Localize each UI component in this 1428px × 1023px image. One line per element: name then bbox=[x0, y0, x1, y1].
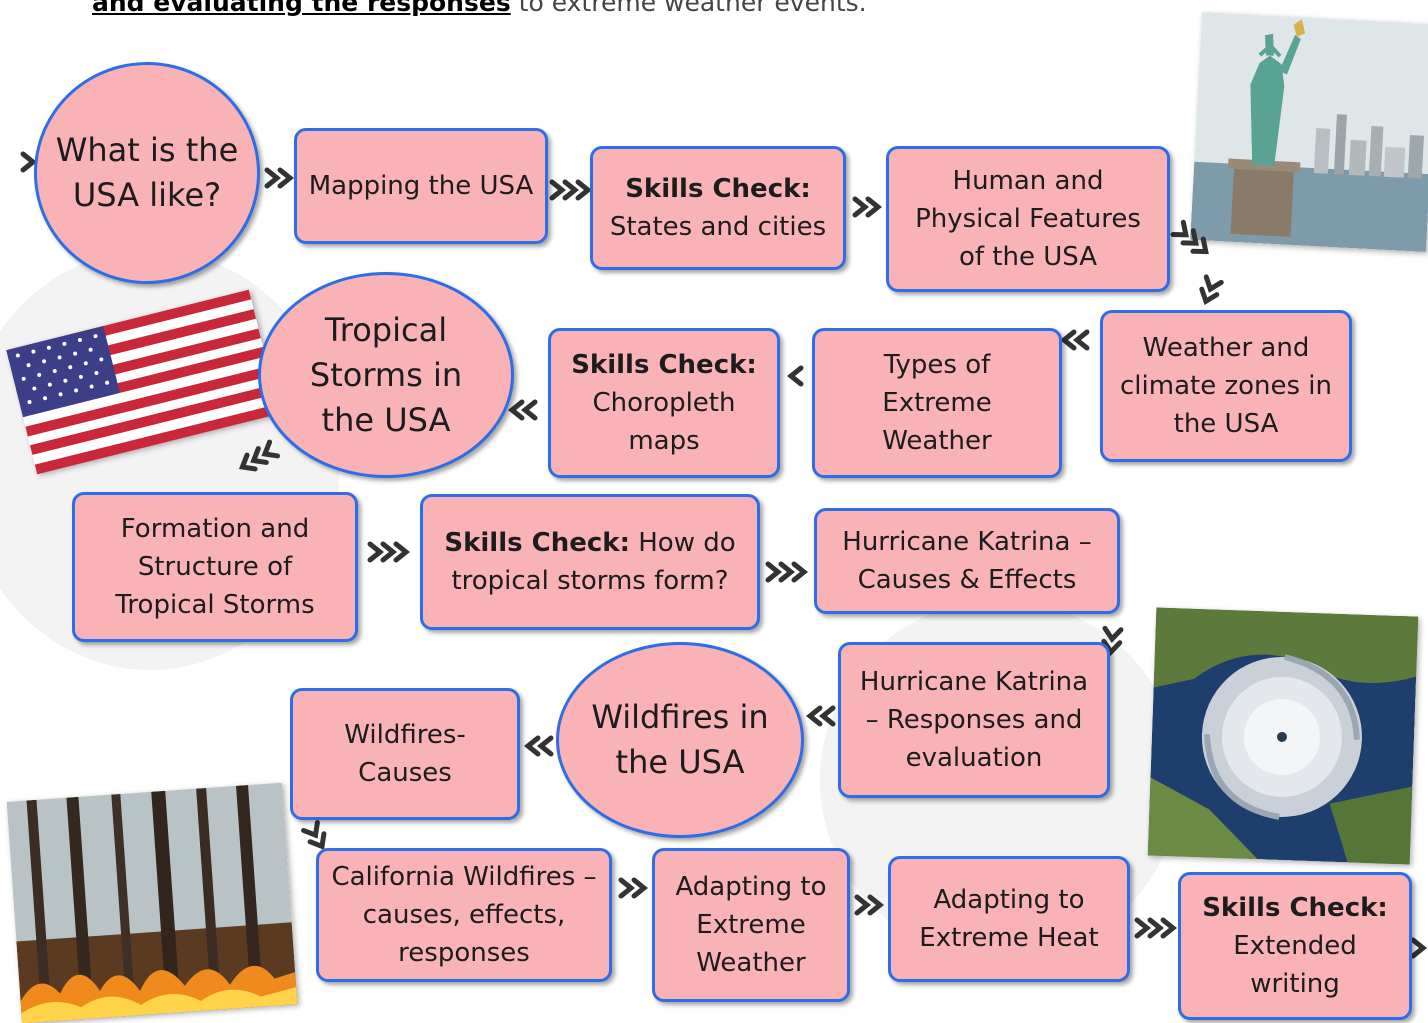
node-wildfires-causes[interactable]: Wildfires- Causes bbox=[290, 688, 520, 820]
node-skills-writing[interactable]: Skills Check: Extended writing bbox=[1178, 872, 1412, 1020]
node-what-is-usa-label: What is the USA like? bbox=[55, 131, 239, 214]
node-formation-structure-label: Formation and Structure of Tropical Stor… bbox=[115, 514, 315, 620]
node-skills-storms-content: Skills Check: How do tropical storms for… bbox=[433, 524, 747, 600]
node-california-wildfires[interactable]: California Wildfires – causes, effects, … bbox=[316, 848, 612, 982]
chevron-arrow-icon bbox=[23, 154, 33, 170]
node-human-physical[interactable]: Human and Physical Features of the USA bbox=[886, 146, 1170, 292]
node-skills-states-content: Skills Check: States and cities bbox=[610, 170, 826, 246]
node-adapting-weather-label: Adapting to Extreme Weather bbox=[675, 872, 827, 978]
chevron-arrow-icon bbox=[791, 368, 801, 384]
skills-check-title: Skills Check: bbox=[1202, 893, 1388, 923]
chevron-arrow-icon bbox=[768, 564, 804, 580]
node-wildfires-causes-label: Wildfires- Causes bbox=[344, 720, 466, 788]
node-skills-choropleth[interactable]: Skills Check: Choropleth maps bbox=[548, 328, 780, 478]
chevron-arrow-icon bbox=[1198, 277, 1221, 304]
node-adapting-weather[interactable]: Adapting to Extreme Weather bbox=[652, 848, 850, 1002]
node-tropical-storms-label: Tropical Storms in the USA bbox=[309, 310, 463, 439]
header-bold-text: and evaluating the responses bbox=[92, 0, 511, 17]
chevron-arrow-icon bbox=[370, 544, 406, 560]
node-human-physical-label: Human and Physical Features of the USA bbox=[915, 166, 1141, 272]
skills-check-title: Skills Check: bbox=[625, 174, 811, 204]
node-katrina-causes-label: Hurricane Katrina – Causes & Effects bbox=[842, 527, 1092, 595]
us-flag-image bbox=[6, 289, 280, 475]
chevron-arrow-icon bbox=[621, 880, 644, 896]
node-types-extreme-label: Types of Extreme Weather bbox=[882, 350, 992, 456]
chevron-arrow-icon bbox=[267, 170, 290, 186]
header-text: and evaluating the responses to extreme … bbox=[92, 0, 992, 17]
node-adapting-heat[interactable]: Adapting to Extreme Heat bbox=[888, 856, 1130, 982]
node-katrina-responses[interactable]: Hurricane Katrina – Responses and evalua… bbox=[838, 642, 1110, 798]
node-skills-writing-content: Skills Check: Extended writing bbox=[1191, 889, 1399, 1003]
node-mapping-usa[interactable]: Mapping the USA bbox=[294, 128, 548, 244]
node-weather-climate[interactable]: Weather and climate zones in the USA bbox=[1100, 310, 1352, 462]
chevron-arrow-icon bbox=[304, 822, 329, 850]
header-rest-text: to extreme weather events. bbox=[510, 0, 867, 17]
statue-of-liberty-photo bbox=[1190, 11, 1428, 253]
node-wildfires-usa[interactable]: Wildfires in the USA bbox=[556, 642, 804, 838]
node-skills-states-label: States and cities bbox=[609, 212, 827, 242]
node-wildfires-usa-label: Wildfires in the USA bbox=[591, 698, 769, 781]
node-mapping-usa-label: Mapping the USA bbox=[308, 171, 534, 201]
node-skills-storms-label: How do tropical storms form? bbox=[451, 528, 736, 596]
node-skills-states[interactable]: Skills Check: States and cities bbox=[590, 146, 846, 270]
node-katrina-responses-label: Hurricane Katrina – Responses and evalua… bbox=[859, 667, 1089, 773]
hurricane-satellite-photo bbox=[1147, 607, 1419, 865]
chevron-arrow-icon bbox=[512, 402, 535, 418]
chevron-arrow-icon bbox=[1413, 940, 1423, 956]
node-types-extreme[interactable]: Types of Extreme Weather bbox=[812, 328, 1062, 478]
node-skills-choropleth-content: Skills Check: Choropleth maps bbox=[561, 346, 767, 460]
node-tropical-storms[interactable]: Tropical Storms in the USA bbox=[258, 272, 514, 478]
node-formation-structure[interactable]: Formation and Structure of Tropical Stor… bbox=[72, 492, 358, 642]
forest-fire-photo bbox=[6, 782, 298, 1023]
node-california-wildfires-label: California Wildfires – causes, effects, … bbox=[331, 862, 597, 968]
chevron-arrow-icon bbox=[855, 199, 878, 215]
skills-check-title: Skills Check: bbox=[444, 528, 630, 558]
node-skills-storms[interactable]: Skills Check: How do tropical storms for… bbox=[420, 494, 760, 630]
chevron-arrow-icon bbox=[1064, 332, 1087, 348]
node-weather-climate-label: Weather and climate zones in the USA bbox=[1120, 333, 1332, 439]
node-what-is-usa[interactable]: What is the USA like? bbox=[34, 62, 260, 284]
node-skills-choropleth-label: Choropleth maps bbox=[592, 388, 736, 456]
chevron-arrow-icon bbox=[528, 738, 551, 754]
node-adapting-heat-label: Adapting to Extreme Heat bbox=[919, 885, 1099, 953]
skills-check-title: Skills Check: bbox=[571, 350, 757, 380]
node-skills-writing-label: Extended writing bbox=[1233, 931, 1357, 999]
chevron-arrow-icon bbox=[552, 182, 588, 198]
chevron-arrow-icon bbox=[1137, 920, 1173, 936]
node-katrina-causes[interactable]: Hurricane Katrina – Causes & Effects bbox=[814, 508, 1120, 614]
